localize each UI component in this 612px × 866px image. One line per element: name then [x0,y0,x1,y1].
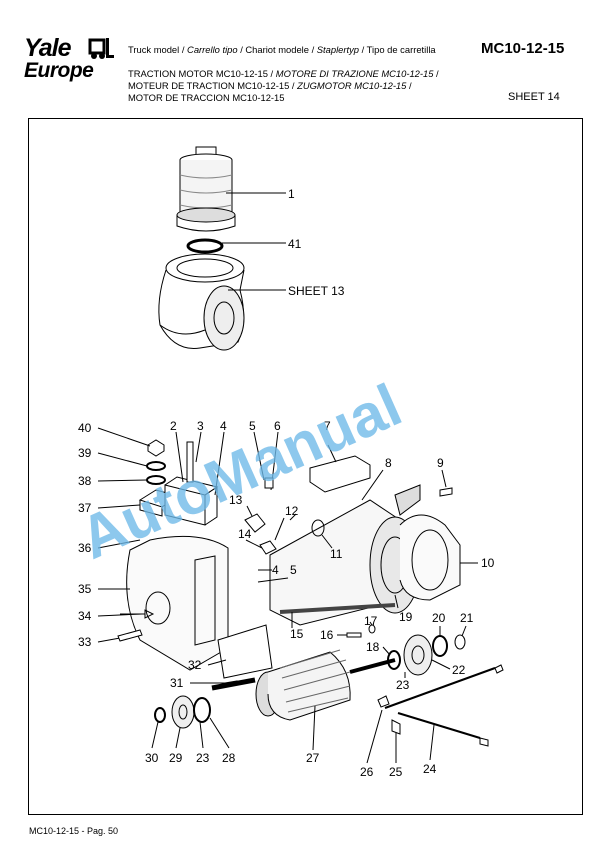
sheet-number: SHEET 14 [508,91,560,103]
callout-37: 37 [78,501,92,515]
header-text-italic: Staplertyp [316,44,360,55]
title-line-2: MOTEUR DE TRACTION MC10-12-15 / ZUGMOTOR… [128,80,412,92]
callout-14: 14 [238,527,252,541]
callout-16: 16 [320,628,334,642]
callout-41: 41 [288,237,302,251]
header-text: / Chariot modele / [237,44,317,55]
callout-17: 17 [364,614,378,628]
title-line-3: MOTOR DE TRACCION MC10-12-15 [128,92,284,104]
title-text: / [406,80,412,91]
callout-36: 36 [78,541,92,555]
callout-21: 21 [460,611,474,625]
callout-23-right: 23 [396,678,410,692]
logo-yale-text: Yale [24,34,72,62]
callout-38: 38 [78,474,92,488]
callout-25: 25 [389,765,403,779]
callout-27: 27 [306,751,320,765]
yale-europe-logo: Yale Europe [22,34,120,84]
parts-40-37-drawing [138,439,219,526]
callout-15: 15 [290,627,304,641]
forklift-logo-icon [88,38,114,59]
callout-22: 22 [452,663,466,677]
callout-6: 6 [274,419,281,433]
callout-20: 20 [432,611,446,625]
header-text: / Tipo de carretilla [359,44,436,55]
callout-35: 35 [78,582,92,596]
callout-5-mid: 5 [290,563,297,577]
callout-3: 3 [197,419,204,433]
header-text-italic: Carrello tipo [187,44,238,55]
callout-23-left: 23 [196,751,210,765]
callout-32: 32 [188,658,202,672]
page-footer: MC10-12-15 - Pag. 50 [29,826,119,836]
part-35-end-shield-drawing [126,535,229,671]
header-text: Truck model / [128,44,188,55]
callout-39: 39 [78,446,92,460]
diagram-frame [28,118,583,815]
title-text: / [433,68,439,79]
callout-4-top: 4 [220,419,227,433]
callout-34: 34 [78,609,92,623]
callout-33: 33 [78,635,92,649]
callout-19: 19 [399,610,413,624]
callout-sheet-13: SHEET 13 [288,284,345,298]
callout-4-mid: 4 [272,563,279,577]
callout-12: 12 [285,504,299,518]
title-text-italic: ZUGMOTOR MC10-12-15 [297,80,407,91]
callout-24: 24 [423,762,437,776]
callout-5-top: 5 [249,419,256,433]
part-32-drawing [217,624,273,679]
sheet13-assembly-drawing [158,253,245,351]
part-27-armature-drawing [211,649,396,721]
callout-29: 29 [169,751,183,765]
title-text: TRACTION MOTOR MC10-12-15 / [128,68,276,79]
callout-7: 7 [324,419,331,433]
callout-13: 13 [229,493,243,507]
title-text: MOTEUR DE TRACTION MC10-12-15 / [128,80,298,91]
callout-18: 18 [366,640,380,654]
callout-2: 2 [170,419,177,433]
part-7-cover-drawing [309,455,371,493]
callout-10: 10 [481,556,495,570]
title-text-italic: MOTORE DI TRAZIONE MC10-12-15 [275,68,434,79]
logo-europe-text: Europe [24,59,94,82]
callout-11: 11 [330,547,343,561]
part-41-oring [186,238,224,254]
callout-8: 8 [385,456,392,470]
title-text: MOTOR DE TRACCION MC10-12-15 [128,92,285,103]
part-10-end-cap-drawing [394,484,461,601]
callout-30: 30 [145,751,159,765]
title-line-1: TRACTION MOTOR MC10-12-15 / MOTORE DI TR… [128,68,439,80]
callout-9: 9 [437,456,444,470]
model-code: MC10-12-15 [481,40,565,57]
callout-40: 40 [78,421,92,435]
callout-1: 1 [288,187,295,201]
part-1-drawing [176,146,236,232]
truck-model-line: Truck model / Carrello tipo / Chariot mo… [128,44,436,56]
callout-26: 26 [360,765,374,779]
callout-31: 31 [170,676,184,690]
part-23-bearing-drawing [403,634,433,676]
callout-28: 28 [222,751,236,765]
